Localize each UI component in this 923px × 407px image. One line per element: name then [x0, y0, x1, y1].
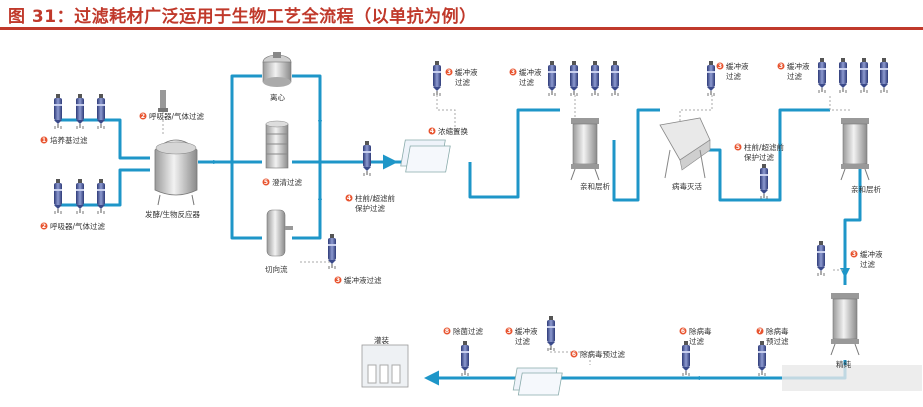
svg-text:4: 4	[430, 128, 434, 135]
label-column-pre-1a: 柱前/超滤前	[355, 193, 396, 203]
label-fill: 灌装	[374, 335, 389, 345]
depth-filter-stack	[265, 120, 289, 169]
svg-text:1: 1	[42, 137, 46, 144]
svg-text:3: 3	[852, 251, 856, 258]
label-viral-pre-b: 预过滤	[766, 336, 789, 346]
label-buffer-4a: 缓冲液	[726, 61, 749, 71]
svg-text:5: 5	[736, 144, 740, 151]
svg-text:3: 3	[447, 69, 451, 76]
tff-cartridge	[266, 209, 293, 257]
label-viral-b: 过滤	[689, 336, 704, 346]
label-medium-filter: 培养基过滤	[50, 135, 88, 145]
label-column-pre-2a: 柱前/超滤前	[744, 142, 785, 152]
title-rule	[0, 27, 923, 30]
svg-text:5: 5	[264, 179, 268, 186]
label-buffer-2a: 缓冲液	[455, 67, 478, 77]
label-affinity: 亲和层析	[580, 181, 610, 191]
label-affinity-2: 亲和层析	[851, 184, 881, 194]
label-buffer-7b: 过滤	[515, 336, 530, 346]
svg-text:3: 3	[511, 69, 515, 76]
viral-inactivation-tank	[659, 117, 711, 179]
svg-text:3: 3	[779, 63, 783, 70]
label-buffer-6b: 过滤	[860, 259, 875, 269]
label-depth-filter: 澄清过滤	[272, 177, 302, 187]
label-buffer-1: 缓冲液过滤	[344, 275, 382, 285]
label-polish: 精纯	[836, 359, 851, 369]
label-tff: 切向流	[265, 264, 288, 274]
label-viral-a: 除病毒	[689, 326, 712, 336]
bioreactor	[154, 139, 198, 206]
label-buffer-5b: 过滤	[787, 71, 802, 81]
label-respirator-2: 呼吸器/气体过滤	[149, 111, 205, 121]
figure-title: 图 31：过滤耗材广泛运用于生物工艺全流程（以单抗为例）	[8, 7, 477, 27]
label-bioreactor: 发酵/生物反应器	[145, 209, 201, 219]
svg-text:3: 3	[718, 63, 722, 70]
svg-text:3: 3	[336, 277, 340, 284]
label-centrifuge: 离心	[270, 92, 285, 102]
label-viral-inactivation: 病毒灭活	[672, 181, 702, 191]
respirator-filter	[158, 90, 168, 112]
label-buffer-6a: 缓冲液	[860, 249, 883, 259]
label-buffer-2b: 过滤	[455, 77, 470, 87]
svg-text:2: 2	[141, 113, 145, 120]
svg-text:6: 6	[572, 351, 576, 358]
svg-text:4: 4	[347, 195, 351, 202]
label-column-pre-1b: 保护过滤	[355, 203, 385, 213]
svg-text:3: 3	[507, 328, 511, 335]
obscured-watermark	[782, 365, 922, 391]
label-buffer-5a: 缓冲液	[787, 61, 810, 71]
label-viral-prefilter: 除病毒预过滤	[580, 349, 625, 359]
label-buffer-3b: 过滤	[519, 77, 534, 87]
label-buffer-3a: 缓冲液	[519, 67, 542, 77]
step-badges: 1 2 2 5 4 3 4 3 3 3 5 3 3 8 3 6 6 7	[40, 62, 858, 358]
label-sterile: 除菌过滤	[453, 326, 483, 336]
chromatography-columns	[570, 118, 870, 356]
uf-cassettes	[400, 139, 563, 396]
svg-text:2: 2	[42, 223, 46, 230]
svg-text:7: 7	[758, 328, 762, 335]
label-viral-pre-a: 除病毒	[766, 326, 789, 336]
step-labels: 培养基过滤 呼吸器/气体过滤 呼吸器/气体过滤 发酵/生物反应器 离心 澄清过滤…	[50, 61, 883, 369]
label-uf-exchange: 浓缩置换	[438, 126, 468, 136]
centrifuge	[262, 52, 292, 87]
svg-text:6: 6	[681, 328, 685, 335]
label-buffer-7a: 缓冲液	[515, 326, 538, 336]
label-buffer-4b: 过滤	[726, 71, 741, 81]
label-respirator-1: 呼吸器/气体过滤	[50, 221, 106, 231]
dashed-connectors	[162, 95, 850, 365]
label-column-pre-2b: 保护过滤	[744, 152, 774, 162]
fill-station	[361, 344, 409, 388]
svg-text:8: 8	[445, 328, 449, 335]
